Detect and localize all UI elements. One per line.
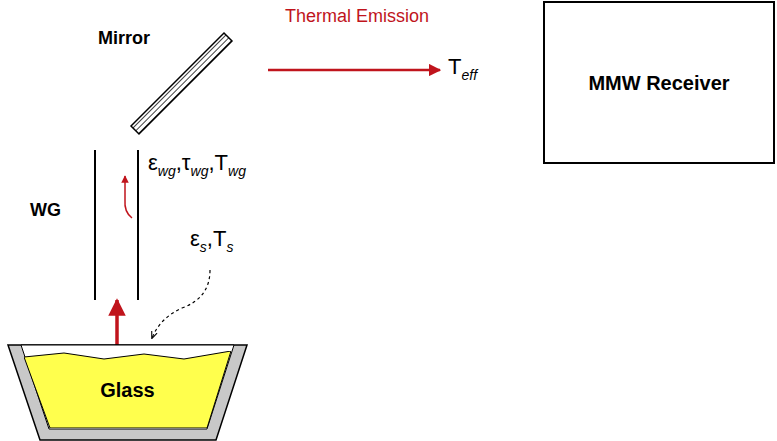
subscript: wg — [191, 163, 209, 179]
subscript: wg — [158, 163, 176, 179]
label: Mirror — [98, 28, 150, 49]
waveguide-emission-arrow — [125, 176, 132, 218]
label-group: WG — [30, 200, 61, 221]
crucible — [8, 345, 247, 440]
label-group: Teff — [448, 54, 477, 80]
emission-arrow — [268, 69, 440, 72]
subscript: s — [200, 239, 207, 255]
label: T — [215, 150, 228, 176]
subscript: wg — [228, 163, 246, 179]
label: , — [208, 150, 214, 176]
receiver-box: MMW Receiver — [543, 1, 775, 164]
label-group: Mirror — [98, 28, 150, 49]
glass-emission-arrow — [115, 300, 119, 349]
crucible-inner — [21, 345, 234, 429]
surface-leader — [152, 270, 210, 338]
label: ε — [148, 150, 158, 176]
node-label: MMW Receiver — [588, 71, 729, 95]
label: ,T — [207, 226, 227, 252]
waveguide-wall — [94, 150, 96, 300]
label: T — [448, 54, 461, 80]
label-group: εs,Ts — [190, 226, 233, 252]
label: WG — [30, 200, 61, 221]
mirror — [131, 33, 232, 134]
node-label: Glass — [100, 378, 154, 402]
glass-fill — [24, 351, 231, 428]
glass-melt: Glass — [24, 351, 231, 428]
waveguide-wall — [137, 150, 139, 300]
subscript: s — [226, 239, 233, 255]
label: ε — [190, 226, 200, 252]
subscript: eff — [461, 67, 477, 83]
label: ,τ — [176, 150, 191, 176]
label-group: Thermal Emission — [285, 6, 429, 27]
label-group: εwg,τwg,Twg — [148, 150, 246, 176]
label: Thermal Emission — [285, 6, 429, 27]
